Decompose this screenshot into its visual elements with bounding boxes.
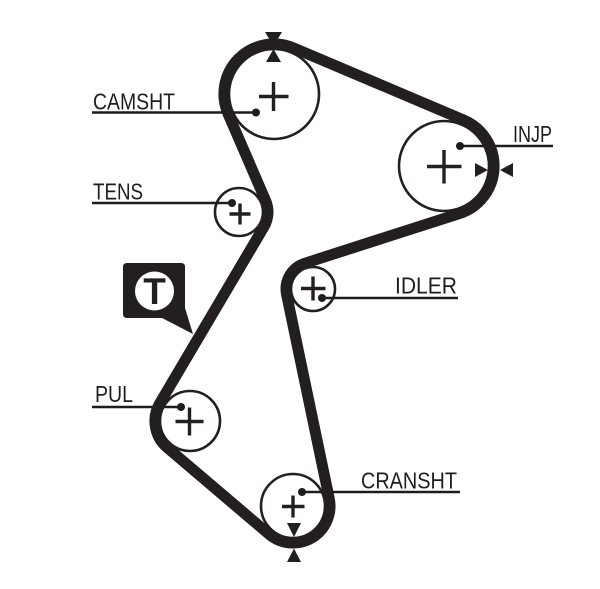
- crosshair-idler: [301, 276, 326, 301]
- leader-dot-injp: [456, 142, 464, 150]
- leader-dot-idler: [318, 294, 326, 302]
- triangle-up-icon: [287, 548, 301, 562]
- crosshair-tens: [229, 203, 251, 225]
- crosshair-injp: [427, 150, 462, 184]
- crosshair-pul: [175, 407, 204, 436]
- crosshair-cransht: [282, 495, 305, 518]
- leader-dot-pul: [177, 403, 185, 411]
- t-badge-letter: T: [143, 271, 166, 312]
- label-injp: INJP: [513, 121, 552, 147]
- label-pul: PUL: [95, 381, 133, 407]
- timing-mark-cransht-bottom: [287, 523, 301, 562]
- triangle-down-icon: [287, 523, 301, 537]
- leader-dot-camsht: [252, 108, 260, 117]
- triangle-up-icon: [266, 49, 281, 62]
- leader-lines: [92, 108, 553, 496]
- t-badge-circle: [135, 271, 174, 311]
- label-camsht: CAMSHT: [93, 89, 175, 115]
- triangle-down-icon: [265, 32, 282, 46]
- label-tens: TENS: [93, 179, 143, 205]
- label-idler: IDLER: [395, 273, 457, 299]
- timing-mark-camsht-top: [265, 32, 282, 62]
- timing-mark-injp-right: [475, 163, 513, 177]
- triangle-right-icon: [475, 163, 488, 177]
- timing-marks: [265, 32, 513, 562]
- triangle-left-icon: [500, 163, 513, 177]
- pulley-labels: CAMSHT TENS INJP IDLER PUL CRANSHT: [93, 89, 552, 494]
- belt-path: [149, 38, 500, 549]
- pulley-crosshairs: [175, 82, 462, 518]
- leader-dot-tens: [228, 199, 236, 207]
- t-badge: T: [123, 263, 193, 334]
- label-cransht: CRANSHT: [361, 468, 457, 494]
- crosshair-camsht: [259, 82, 289, 111]
- leader-dot-cransht: [298, 488, 306, 496]
